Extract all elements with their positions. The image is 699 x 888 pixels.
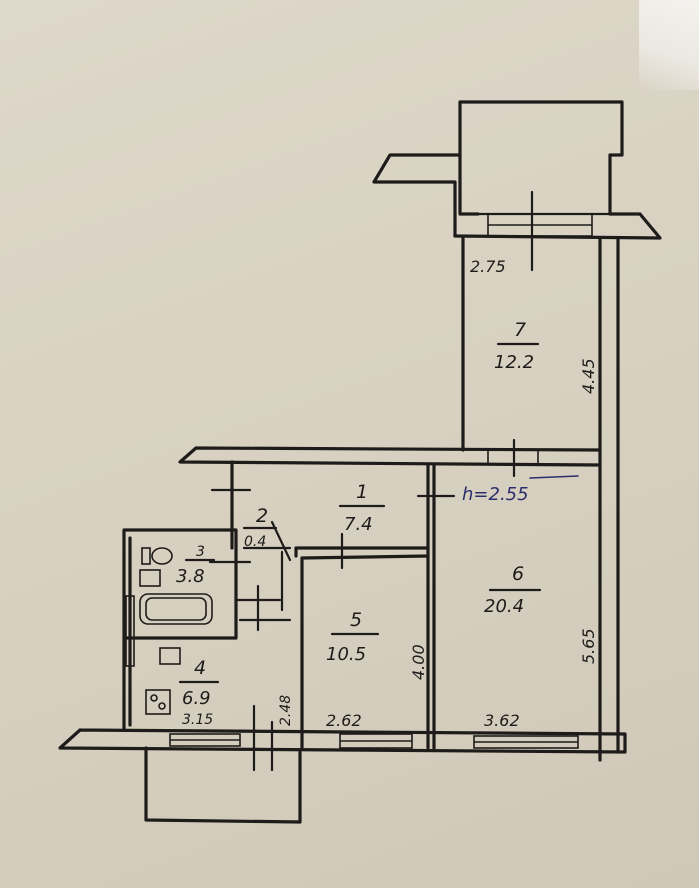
room-3-area: 3.8 — [176, 566, 205, 587]
room-2-number: 2 — [256, 505, 268, 527]
dim-room5-width: 2.62 — [326, 711, 362, 730]
kitchen-sink-icon — [159, 647, 181, 665]
room-4-number: 4 — [194, 657, 206, 679]
room-1-number: 1 — [356, 481, 368, 503]
room-2-area: 0.4 — [244, 534, 266, 550]
room-6-number: 6 — [512, 563, 524, 585]
sink-icon — [139, 569, 161, 587]
room-4-label: 4 6.9 — [178, 657, 220, 709]
room-7-area: 12.2 — [494, 352, 534, 373]
stove-icon — [145, 689, 171, 715]
ceiling-height: h=2.55 — [462, 484, 529, 505]
dim-room7-width: 2.75 — [470, 257, 506, 276]
dimension-labels: 2.75 4.45 5.65 3.62 4.00 2.62 3.15 2.48 … — [182, 257, 598, 730]
room-7-number: 7 — [514, 319, 526, 341]
dim-room7-length: 4.45 — [579, 358, 598, 394]
room-2-label: 2 0.4 — [242, 505, 278, 550]
room-6-area: 20.4 — [484, 596, 524, 617]
room-5-label: 5 10.5 — [326, 609, 380, 665]
dim-room4-length: 2.48 — [278, 695, 294, 726]
toilet-icon — [151, 547, 173, 565]
room-1-label: 1 7.4 — [338, 481, 386, 535]
room-3-label: 3 3.8 — [176, 544, 216, 587]
door-marks — [208, 190, 534, 772]
dim-room5-length: 4.00 — [409, 644, 428, 680]
room-3-number: 3 — [196, 544, 205, 560]
room-1-area: 7.4 — [344, 514, 373, 535]
bathtub-icon — [139, 593, 213, 625]
paper-corner — [639, 0, 699, 90]
room-5-area: 10.5 — [326, 644, 366, 665]
dim-room4-width: 3.15 — [182, 712, 213, 728]
dim-room6-width: 3.62 — [484, 711, 520, 730]
dim-room6-length: 5.65 — [579, 628, 598, 664]
fixtures — [139, 547, 213, 715]
room-7-label: 7 12.2 — [494, 319, 540, 373]
room-6-label: 6 20.4 — [484, 563, 542, 617]
room-5-number: 5 — [350, 609, 362, 631]
room-4-area: 6.9 — [182, 688, 211, 709]
